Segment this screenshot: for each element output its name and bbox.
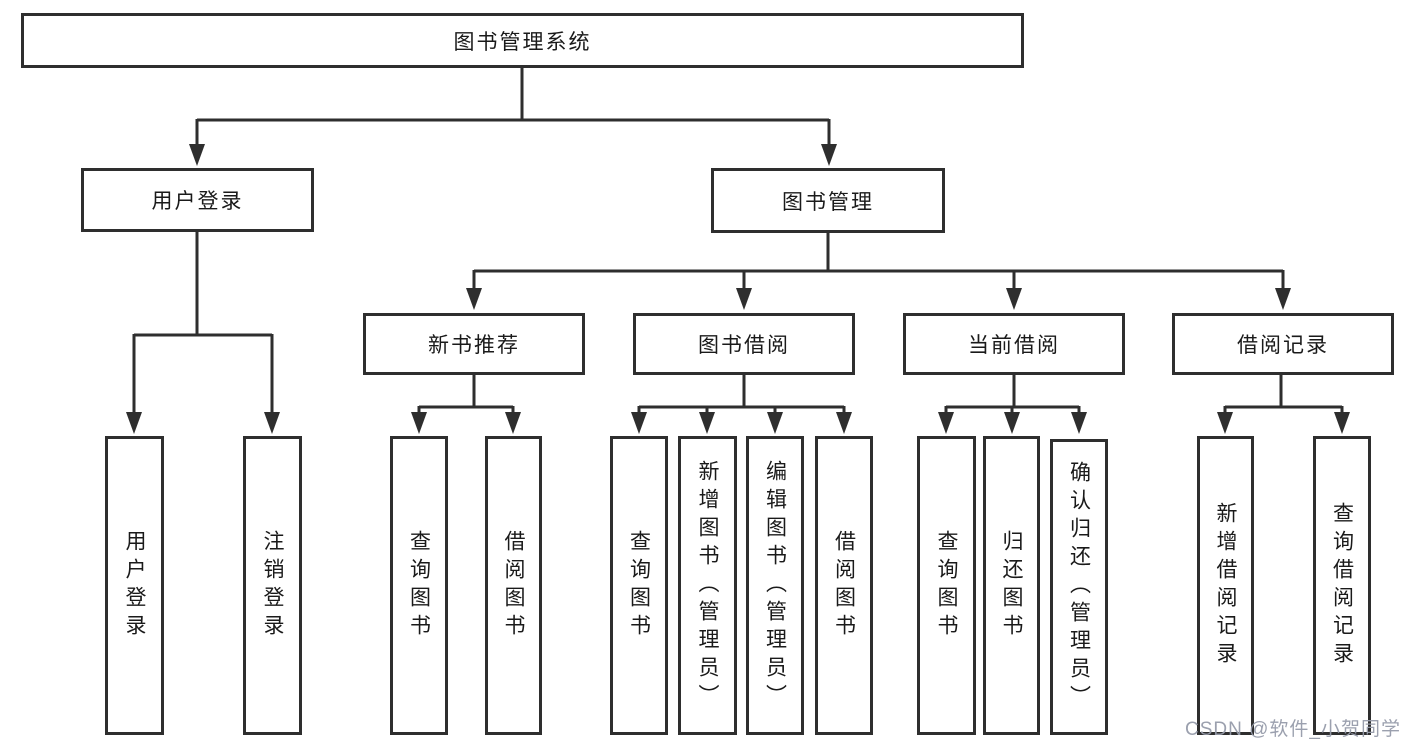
node-new-book-recommend-label: 新书推荐 [428,334,520,357]
leaf-logout: 注销登录 [243,436,302,735]
node-root-label: 图书管理系统 [453,30,592,54]
leaf-current-query-book: 查询图书 [917,436,976,735]
watermark: CSDN @软件_小贺同学 [1185,719,1401,740]
leaf-user-login: 用户登录 [105,436,164,735]
leaf-borrow-query-book-label: 查询图书 [627,529,651,642]
leaf-newbook-borrow-book: 借阅图书 [485,436,542,735]
leaf-borrow-book: 借阅图书 [815,436,873,735]
node-current-borrow-label: 当前借阅 [968,334,1060,357]
node-user-login: 用户登录 [81,168,314,232]
node-user-login-label: 用户登录 [151,190,244,213]
leaf-newbook-borrow-book-label: 借阅图书 [502,529,525,642]
leaf-add-book-admin: 新增图书（管理员） [678,436,737,735]
node-current-borrow: 当前借阅 [903,313,1125,375]
node-book-borrow: 图书借阅 [633,313,855,375]
leaf-confirm-return-admin-label: 确认归还（管理员） [1067,461,1091,713]
node-book-borrow-label: 图书借阅 [698,334,790,357]
node-borrow-record-label: 借阅记录 [1237,334,1329,357]
leaf-user-login-label: 用户登录 [123,529,146,642]
leaf-edit-book-admin-label: 编辑图书（管理员） [763,459,787,712]
leaf-add-borrow-record: 新增借阅记录 [1197,436,1254,735]
leaf-return-book-label: 归还图书 [1000,529,1023,642]
node-borrow-record: 借阅记录 [1172,313,1394,375]
leaf-newbook-query-book: 查询图书 [390,436,448,735]
node-new-book-recommend: 新书推荐 [363,313,585,375]
leaf-current-query-book-label: 查询图书 [935,529,958,642]
node-root: 图书管理系统 [21,13,1024,68]
leaf-query-borrow-record: 查询借阅记录 [1313,436,1371,735]
leaf-logout-label: 注销登录 [261,529,284,642]
leaf-newbook-query-book-label: 查询图书 [407,529,431,642]
leaf-query-borrow-record-label: 查询借阅记录 [1330,501,1354,670]
leaf-confirm-return-admin: 确认归还（管理员） [1050,439,1108,735]
node-book-management-label: 图书管理 [782,190,874,214]
leaf-borrow-book-label: 借阅图书 [832,529,856,642]
leaf-borrow-query-book: 查询图书 [610,436,668,735]
leaf-return-book: 归还图书 [983,436,1040,735]
node-book-management: 图书管理 [711,168,945,233]
leaf-edit-book-admin: 编辑图书（管理员） [746,436,804,735]
leaf-add-borrow-record-label: 新增借阅记录 [1214,501,1237,670]
leaf-add-book-admin-label: 新增图书（管理员） [696,459,719,712]
